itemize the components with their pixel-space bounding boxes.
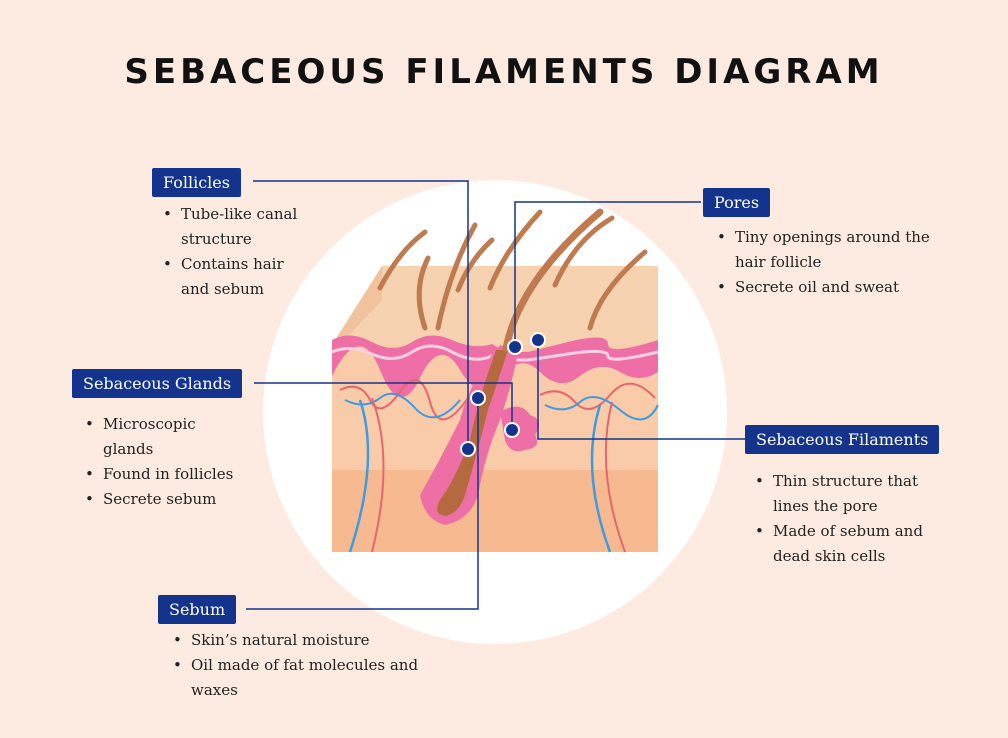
bullet-item: Tiny openings around the hair follicle: [717, 225, 947, 275]
bullet-item: Tube-like canal structure: [163, 202, 313, 252]
follicles-marker: [460, 441, 476, 457]
sebaceous-glands-marker: [504, 422, 520, 438]
sebaceous-filaments-marker: [530, 332, 546, 348]
sebum-marker: [470, 390, 486, 406]
bullet-item: Secrete sebum: [85, 487, 235, 512]
follicles-label: Follicles: [152, 168, 241, 197]
sebaceous-filaments-bullets: Thin structure that lines the pore Made …: [755, 469, 945, 569]
bullet-item: Found in follicles: [85, 462, 235, 487]
sebaceous-glands-bullets: Microscopic glands Found in follicles Se…: [85, 412, 235, 512]
bullet-item: Skin’s natural moisture: [173, 628, 423, 653]
pores-bullets: Tiny openings around the hair follicle S…: [717, 225, 947, 300]
sebum-bullets: Skin’s natural moisture Oil made of fat …: [173, 628, 423, 703]
follicles-bullets: Tube-like canal structure Contains hair …: [163, 202, 313, 302]
sebum-label: Sebum: [158, 595, 237, 624]
bullet-item: Secrete oil and sweat: [717, 275, 947, 300]
sebaceous-filaments-label: Sebaceous Filaments: [745, 425, 940, 454]
bullet-item: Contains hair and sebum: [163, 252, 313, 302]
bullet-item: Made of sebum and dead skin cells: [755, 519, 945, 569]
connector-lines: [246, 180, 745, 610]
page-title: SEBACEOUS FILAMENTS DIAGRAM: [124, 52, 884, 92]
bullet-item: Thin structure that lines the pore: [755, 469, 945, 519]
sebaceous-glands-label: Sebaceous Glands: [72, 369, 243, 398]
pores-marker: [507, 339, 523, 355]
pores-label: Pores: [703, 188, 771, 217]
bullet-item: Microscopic glands: [85, 412, 235, 462]
hair-shaft: [502, 208, 604, 352]
bullet-item: Oil made of fat molecules and waxes: [173, 653, 423, 703]
skin-surface: [332, 266, 658, 345]
